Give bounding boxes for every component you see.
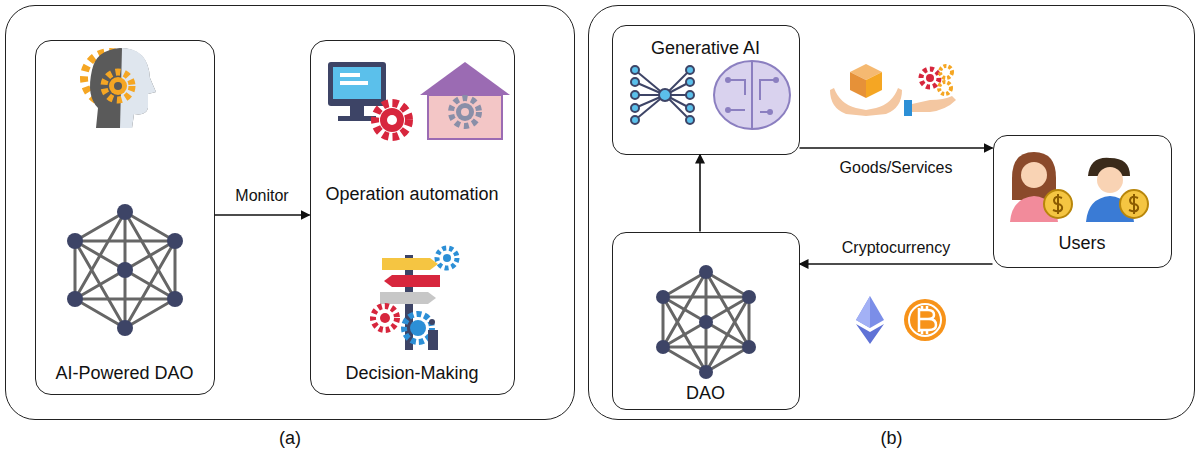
function-box: Operation automationDecision-Making [310,40,515,395]
computer-gear-icon [328,62,409,137]
users-box: Users [993,135,1172,268]
neural-network-icon [631,66,694,124]
bitcoin-icon [904,299,946,341]
brain-icon [714,61,790,129]
node-label: DAO [593,383,819,403]
edge-label: Goods/Services [840,159,953,177]
panel-caption: (a) [0,428,594,448]
node-label: Operation automation [291,184,534,204]
ethereum-icon [856,296,884,344]
node-label: Decision-Making [291,363,534,383]
node-label: AI-Powered DAO [16,363,234,383]
panel-caption: (b) [569,428,1200,448]
factory-gear-icon [420,62,510,139]
panel: (a)AI-Powered DAOOperation automationDec… [5,5,575,420]
signpost-icon [373,248,457,350]
arrow-connector [699,155,701,232]
services-icon [904,66,956,116]
dao-box: AI-Powered DAO [35,40,215,395]
arrow-connector [800,263,993,265]
ai-head-icon [84,48,156,128]
users-icon [1010,152,1148,222]
node-label: Users [974,233,1191,253]
panel: (b)Generative AIUsersDAO [588,5,1195,420]
arrow-connector [215,214,310,216]
edge-label: Cryptocurrency [842,239,950,257]
network-icon [67,204,183,336]
network-icon [656,265,756,379]
node-label: Generative AI [593,38,819,58]
goods-icon [830,64,902,116]
dao-box: DAO [612,232,800,410]
edge-label: Monitor [235,187,288,205]
arrow-connector [800,147,993,149]
ai-box: Generative AI [612,25,800,155]
